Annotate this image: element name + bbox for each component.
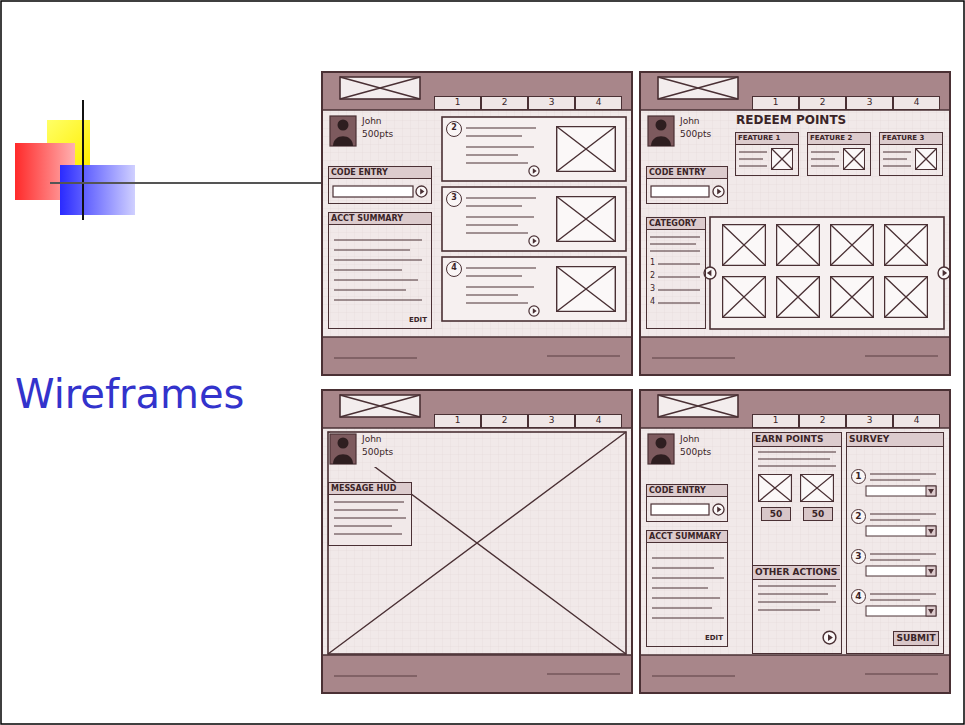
edit-link: EDIT xyxy=(409,316,427,325)
box-label: 3 xyxy=(852,550,865,563)
box-label: ACCT SUMMARY xyxy=(329,213,431,225)
nav-tab: 4 xyxy=(893,414,940,428)
step-number-circle: 2 xyxy=(446,121,462,137)
box-label: 2 xyxy=(800,97,845,108)
points-label: 500pts xyxy=(362,448,393,458)
nav-tab: 2 xyxy=(799,414,846,428)
box-label: 4 xyxy=(894,415,939,426)
nav-tab: 3 xyxy=(528,414,575,428)
code-entry-box: CODE ENTRY xyxy=(646,484,728,522)
step-number-circle: 4 xyxy=(851,589,866,604)
nav-tab: 4 xyxy=(575,414,622,428)
button: 50 xyxy=(761,507,791,521)
nav-tab: 2 xyxy=(481,414,528,428)
nav-tab: 1 xyxy=(752,414,799,428)
list-number: 4 xyxy=(650,298,655,307)
section-box: OTHER ACTIONS xyxy=(753,565,840,652)
content-column-box: EARN POINTS 50 50OTHER ACTIONS xyxy=(752,432,842,654)
box-label: 3 xyxy=(447,192,461,204)
feature-box: FEATURE 3 xyxy=(879,132,943,176)
box-label: 2 xyxy=(800,415,845,426)
box-label: 1 xyxy=(753,97,798,108)
nav-tab: 1 xyxy=(434,96,481,110)
box-label: 4 xyxy=(447,262,461,274)
box-label: 2 xyxy=(447,122,461,134)
step-number-circle: 4 xyxy=(446,261,462,277)
box-label: 3 xyxy=(847,415,892,426)
feature-box: FEATURE 2 xyxy=(807,132,871,176)
nav-tab: 3 xyxy=(846,414,893,428)
points-label: 500pts xyxy=(362,130,393,140)
list-number: 2 xyxy=(650,272,655,281)
nav-tab: 2 xyxy=(799,96,846,110)
code-entry-box: CODE ENTRY xyxy=(646,166,728,204)
box-label: SUBMIT xyxy=(894,632,938,645)
box-label: 3 xyxy=(529,415,574,426)
page-heading: REDEEM POINTS xyxy=(736,114,846,127)
nav-tab: 3 xyxy=(528,96,575,110)
list-number: 3 xyxy=(650,285,655,294)
box-label: 2 xyxy=(482,415,527,426)
step-number-circle: 3 xyxy=(446,191,462,207)
box-label: CODE ENTRY xyxy=(647,167,727,179)
box-label: 4 xyxy=(894,97,939,108)
content-column-box: SURVEY 1 2 3 4SUBMIT xyxy=(846,432,944,654)
box-label: 1 xyxy=(852,470,865,483)
edit-link: EDIT xyxy=(705,634,723,643)
box-label: 1 xyxy=(753,415,798,426)
points-label: 500pts xyxy=(680,130,711,140)
slide-title: Wireframes xyxy=(15,372,244,416)
box-label: MESSAGE HUD xyxy=(329,483,411,495)
nav-tab: 4 xyxy=(893,96,940,110)
box-label: 2 xyxy=(482,97,527,108)
step-number-circle: 1 xyxy=(851,469,866,484)
message-hud-box: MESSAGE HUD xyxy=(328,482,412,546)
box-label: CATEGORY xyxy=(647,218,705,230)
box-label: 4 xyxy=(852,590,865,603)
box-label: EARN POINTS xyxy=(753,433,841,447)
box-label: FEATURE 2 xyxy=(808,133,870,145)
box-label: SURVEY xyxy=(847,433,943,447)
box-label: 50 xyxy=(804,508,832,521)
box-label: ACCT SUMMARY xyxy=(647,531,727,543)
nav-tab: 1 xyxy=(434,414,481,428)
nav-tab: 2 xyxy=(481,96,528,110)
box-label: 4 xyxy=(576,97,621,108)
box-label: 1 xyxy=(435,415,480,426)
user-name: John xyxy=(680,435,700,445)
user-name: John xyxy=(362,435,382,445)
box-label: 4 xyxy=(576,415,621,426)
box-label: CODE ENTRY xyxy=(647,485,727,497)
box-label: CODE ENTRY xyxy=(329,167,431,179)
points-label: 500pts xyxy=(680,448,711,458)
code-entry-box: CODE ENTRY xyxy=(328,166,432,204)
box-label: FEATURE 3 xyxy=(880,133,942,145)
nav-tab: 1 xyxy=(752,96,799,110)
box-label: OTHER ACTIONS xyxy=(753,566,840,580)
account-summary-box: ACCT SUMMARY EDIT xyxy=(328,212,432,329)
feature-box: FEATURE 1 xyxy=(735,132,799,176)
step-number-circle: 2 xyxy=(851,509,866,524)
box-label: 2 xyxy=(852,510,865,523)
button: SUBMIT xyxy=(893,631,939,646)
nav-tab: 4 xyxy=(575,96,622,110)
step-number-circle: 3 xyxy=(851,549,866,564)
box-label: 3 xyxy=(847,97,892,108)
box-label: 50 xyxy=(762,508,790,521)
user-name: John xyxy=(362,117,382,127)
box-label: 1 xyxy=(435,97,480,108)
box-label: 3 xyxy=(529,97,574,108)
nav-tab: 3 xyxy=(846,96,893,110)
box-label: FEATURE 1 xyxy=(736,133,798,145)
account-summary-box: ACCT SUMMARY EDIT xyxy=(646,530,728,647)
user-name: John xyxy=(680,117,700,127)
list-number: 1 xyxy=(650,259,655,268)
button: 50 xyxy=(803,507,833,521)
